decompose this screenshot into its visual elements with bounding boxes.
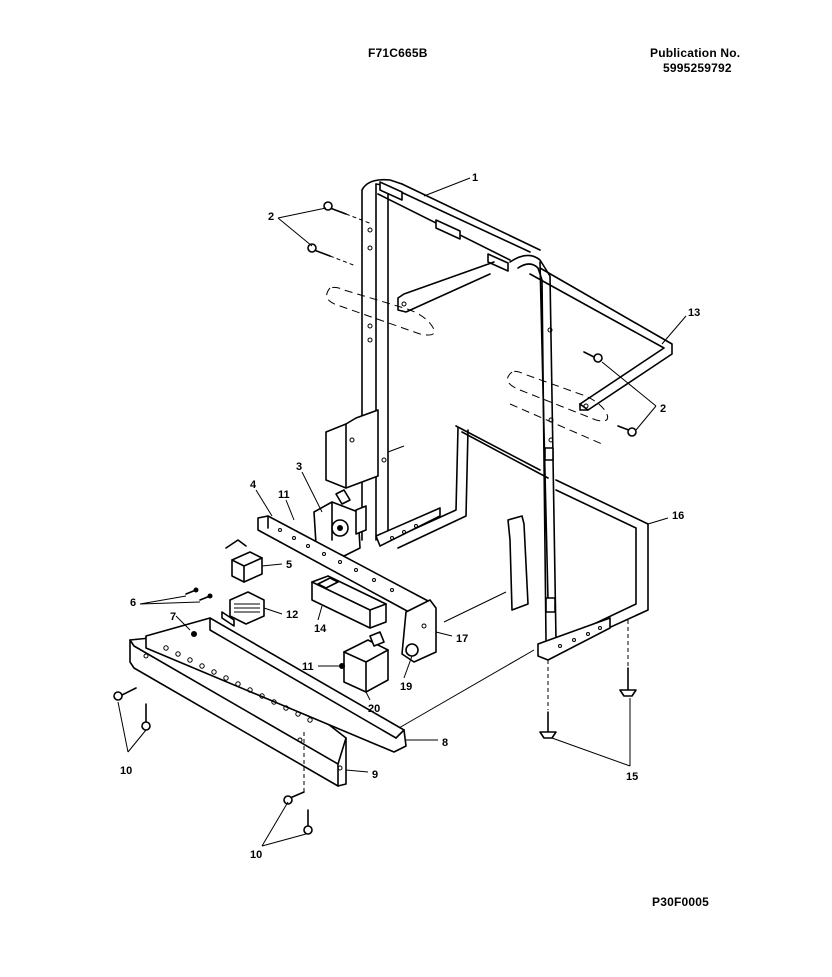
- screws: [113, 201, 637, 835]
- part-8-rail: [145, 617, 407, 753]
- part-3-module: [313, 489, 367, 557]
- part-13-bracket: [397, 261, 673, 411]
- part-12-element: [221, 591, 265, 627]
- figure-code: P30F0005: [652, 895, 709, 909]
- callout-12: 12: [286, 609, 298, 621]
- part-16-lower-frame: [375, 425, 649, 733]
- callout-20: 20: [368, 703, 380, 715]
- callout-7: 7: [170, 611, 176, 623]
- callout-13: 13: [688, 307, 700, 319]
- part-5-clip: [225, 539, 263, 583]
- callout-11-bottom: 11: [302, 661, 314, 673]
- right-upright-tube: [509, 254, 557, 641]
- part-17-end-bracket: [401, 599, 437, 663]
- callout-10-left: 10: [120, 765, 132, 777]
- publication-number: 5995259792: [663, 61, 732, 75]
- callout-19: 19: [400, 681, 412, 693]
- callout-labels: 1 2 2 3 4 5 6 7 8 9 10 10 11 11 12 13 14…: [120, 172, 700, 861]
- callout-10-bottom: 10: [250, 849, 262, 861]
- callout-2-right: 2: [660, 403, 666, 415]
- callout-14: 14: [314, 623, 327, 635]
- part-1-frame: [361, 178, 541, 541]
- leader-lines: [117, 177, 687, 847]
- callout-3: 3: [296, 461, 302, 473]
- callout-15: 15: [626, 771, 638, 783]
- callout-2-left: 2: [268, 211, 274, 223]
- callout-6: 6: [130, 597, 136, 609]
- left-vertical-bracket: [325, 409, 387, 489]
- callout-17: 17: [456, 633, 468, 645]
- shadow-outlines: [326, 286, 609, 445]
- part-14-block: [311, 575, 387, 629]
- callout-1: 1: [472, 172, 478, 184]
- publication-label: Publication No.: [650, 46, 741, 60]
- rail-holes: [163, 645, 313, 723]
- part-20-relay: [343, 631, 389, 693]
- callout-11-top: 11: [278, 489, 290, 501]
- model-number: F71C665B: [368, 46, 428, 60]
- callout-4: 4: [250, 479, 257, 491]
- callout-9: 9: [372, 769, 378, 781]
- callout-8: 8: [442, 737, 448, 749]
- callout-5: 5: [286, 559, 292, 571]
- callout-16: 16: [672, 510, 684, 522]
